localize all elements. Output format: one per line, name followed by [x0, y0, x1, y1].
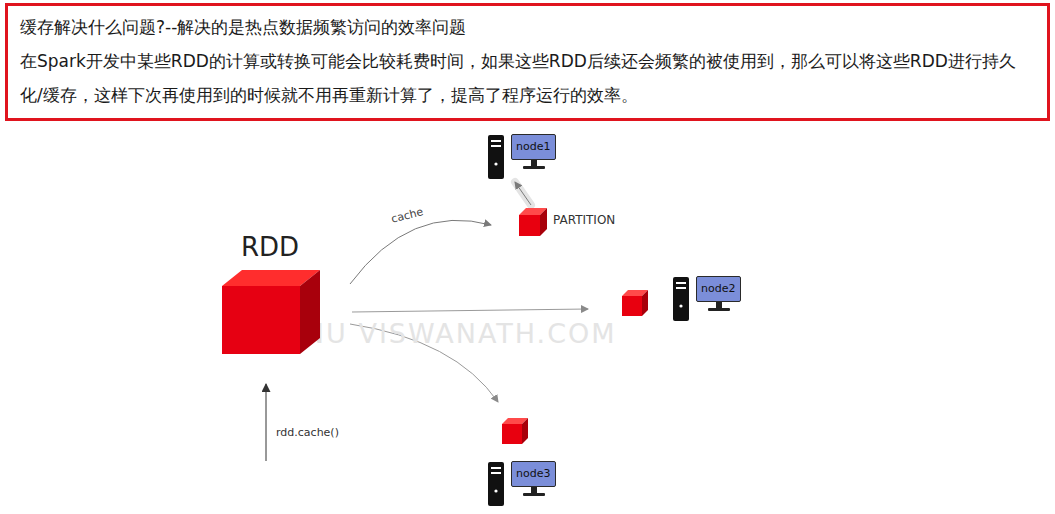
panel-body: 在Spark开发中某些RDD的计算或转换可能会比较耗费时间，如果这些RDD后续还… [20, 44, 1035, 112]
computer-node: node1 [487, 134, 558, 180]
computer-node: node3 [487, 461, 558, 507]
connector-arrow [350, 220, 491, 284]
connector-arrow [515, 182, 531, 205]
node-name: node1 [516, 140, 550, 154]
flow-line [352, 309, 588, 312]
partition-cube [502, 418, 528, 444]
monitor-stand [514, 160, 554, 174]
flow-shadow [515, 182, 531, 205]
cube-title: RDD [220, 232, 320, 262]
panel-heading: 缓存解决什么问题?--解决的是热点数据频繁访问的效率问题 [20, 10, 1035, 44]
text-panel: 缓存解决什么问题?--解决的是热点数据频繁访问的效率问题在Spark开发中某些R… [5, 3, 1050, 121]
tower-icon [672, 276, 690, 322]
cube-icon [519, 208, 547, 236]
edge-label: cache [388, 205, 427, 226]
node-name: node3 [516, 467, 550, 481]
monitor-screen: node2 [696, 276, 741, 302]
partition-cube [622, 290, 648, 316]
cache-call-arrow [266, 384, 267, 461]
computer-node: node2 [672, 276, 743, 322]
monitor-stand [699, 302, 739, 316]
tower-icon [487, 134, 505, 180]
cube-icon [222, 268, 322, 356]
monitor-screen: node1 [511, 134, 556, 160]
partition-cube: PARTITION [519, 207, 618, 237]
monitor-stand [514, 487, 554, 501]
partition-label: PARTITION [553, 213, 615, 228]
monitor-screen: node3 [511, 461, 556, 487]
tower-icon [487, 461, 505, 507]
rdd-cube: RDD [220, 232, 320, 356]
node-name: node2 [701, 282, 735, 296]
code-label: rdd.cache() [276, 426, 339, 439]
